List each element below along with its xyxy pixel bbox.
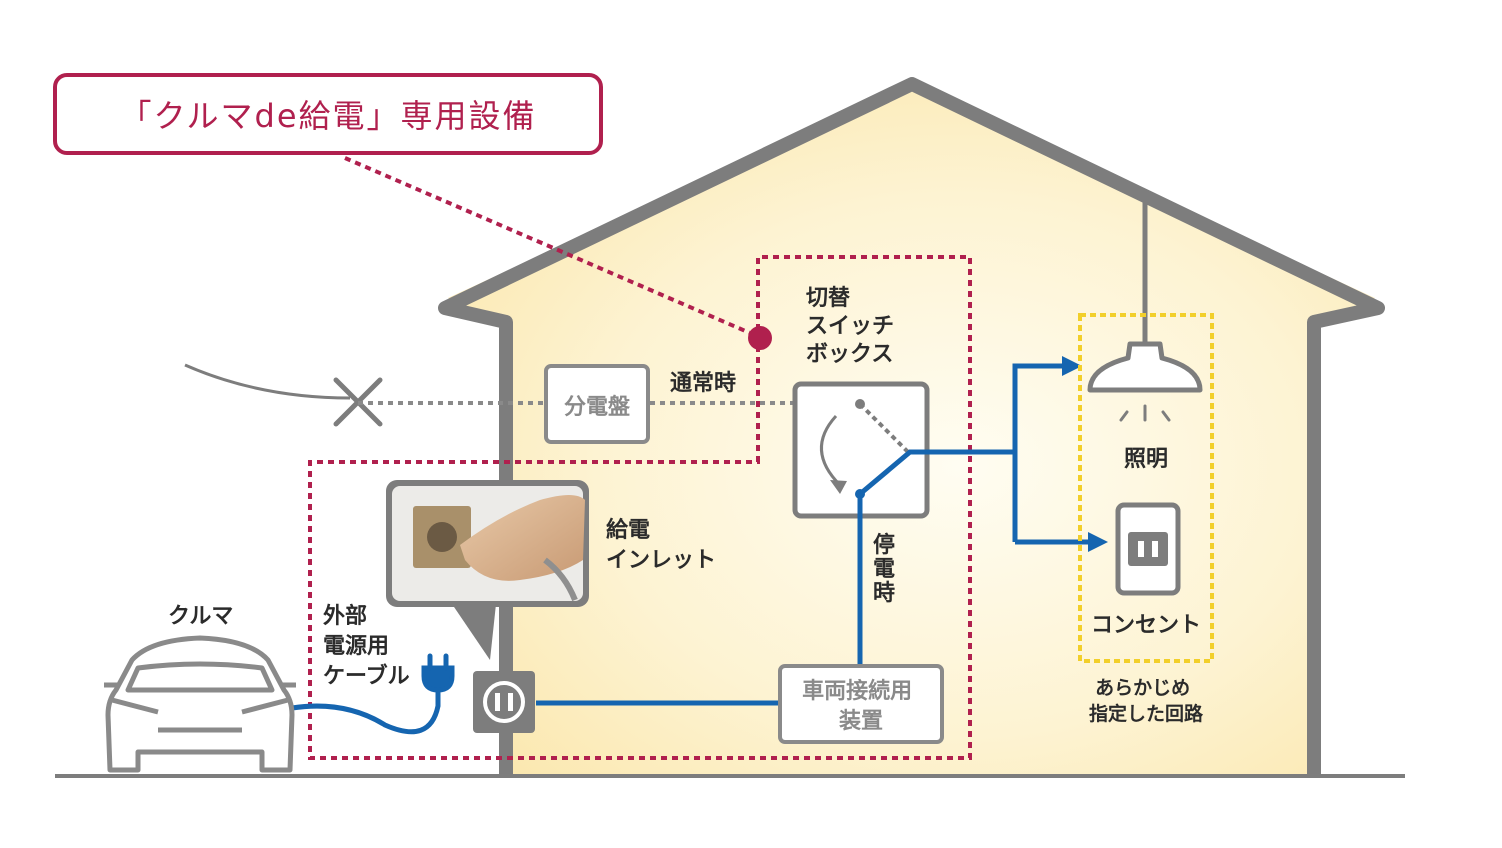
inlet-photo-callout	[386, 480, 589, 660]
light-rays-icon	[1119, 404, 1171, 422]
panel-label: 分電盤	[564, 394, 631, 420]
car-label: クルマ	[168, 604, 233, 629]
car-icon	[104, 635, 296, 773]
leader-line	[344, 156, 758, 338]
outlet-slot-right	[1152, 541, 1158, 557]
inlet-socket	[473, 671, 535, 733]
normal-time-label: 通常時	[670, 370, 736, 396]
vehicle-device-label: 車両接続用 装置	[802, 678, 920, 734]
circuit-label: あらかじめ 指定した回路	[1089, 677, 1204, 725]
outlet-face	[1128, 532, 1168, 566]
equipment-region-upper	[308, 255, 972, 760]
cable-label: 外部 電源用 ケーブル	[323, 603, 410, 689]
rotate-arrow-icon	[820, 414, 842, 487]
outlet-slot-left	[1138, 541, 1144, 557]
lighting-label: 照明	[1124, 447, 1168, 472]
title-text: 「クルマde給電」専用設備	[119, 97, 536, 135]
inlet-pin-right	[508, 693, 513, 711]
outlet-label: コンセント	[1091, 613, 1201, 638]
outage-label: 停 電 時	[873, 532, 903, 606]
arrow-to-light	[1062, 356, 1082, 376]
lamp-icon	[1087, 341, 1203, 393]
rotate-arrowhead-icon	[830, 480, 847, 494]
title-callout	[53, 73, 603, 155]
plug-icon	[421, 653, 455, 693]
vehicle-connection-device	[778, 664, 944, 744]
switch-box-label: 切替 スイッチ ボックス	[806, 286, 902, 367]
grid-power-line	[184, 363, 351, 400]
inlet-socket-ring	[483, 681, 525, 723]
inlet-pin-left	[495, 693, 500, 711]
distribution-panel	[544, 364, 650, 444]
designated-circuit-box	[1078, 313, 1214, 663]
switch-lever	[858, 402, 910, 454]
arrow-to-outlet	[1088, 532, 1108, 552]
switch-node-top	[855, 399, 865, 409]
inlet-label: 給電 インレット	[606, 517, 716, 573]
house-outline	[438, 77, 1385, 778]
